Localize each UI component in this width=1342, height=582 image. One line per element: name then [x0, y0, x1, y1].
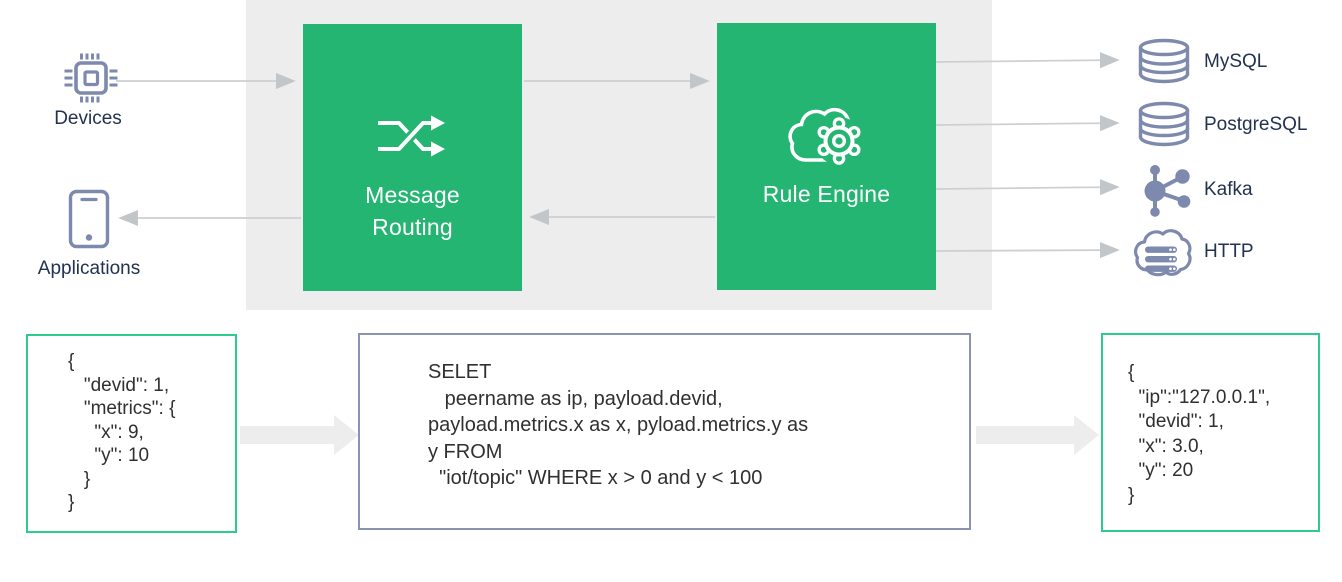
rule-sql-code: SELET peername as ip, payload.devid, pay…	[428, 361, 809, 489]
input-json-box: { "devid": 1, "metrics": { "x": 9, "y": …	[26, 334, 237, 533]
cloud-gear-icon	[787, 107, 863, 165]
postgresql-label: PostgreSQL	[1204, 114, 1308, 135]
database-icon	[1138, 38, 1190, 84]
message-routing-label: Message Routing	[365, 182, 460, 240]
smartphone-icon	[68, 189, 110, 249]
chip-icon	[64, 53, 118, 103]
http-label: HTTP	[1204, 241, 1254, 262]
cloud-server-icon	[1134, 229, 1192, 277]
block-arrow-input-to-sql	[240, 415, 359, 455]
message-routing-box: Message Routing	[303, 24, 522, 291]
output-json-box: { "ip":"127.0.0.1", "devid": 1, "x": 3.0…	[1101, 333, 1320, 532]
kafka-label: Kafka	[1204, 179, 1253, 200]
applications-label: Applications	[37, 258, 141, 279]
input-json-code: { "devid": 1, "metrics": { "x": 9, "y": …	[68, 351, 176, 513]
mysql-label: MySQL	[1204, 51, 1268, 72]
database-icon	[1138, 101, 1190, 147]
shuffle-icon	[377, 115, 445, 157]
devices-label: Devices	[54, 108, 122, 129]
rule-sql-box: SELET peername as ip, payload.devid, pay…	[358, 333, 971, 530]
output-json-code: { "ip":"127.0.0.1", "devid": 1, "x": 3.0…	[1128, 362, 1271, 506]
rule-engine-box: Rule Engine	[717, 23, 936, 290]
kafka-nodes-icon	[1144, 165, 1191, 217]
rule-engine-label: Rule Engine	[762, 181, 891, 207]
block-arrow-sql-to-output	[976, 415, 1099, 455]
